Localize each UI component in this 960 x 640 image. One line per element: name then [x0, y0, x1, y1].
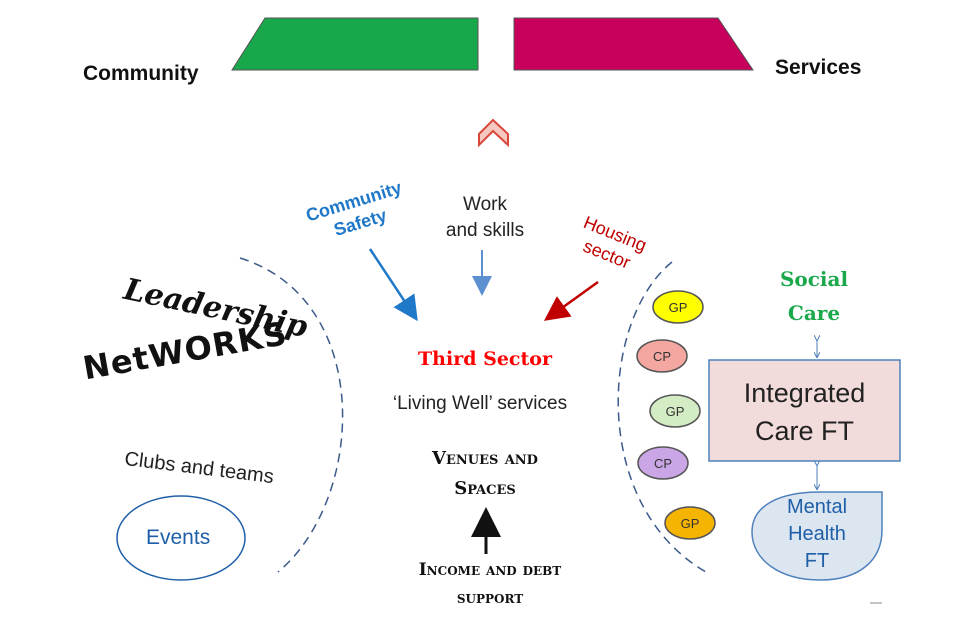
income-line2: support — [456, 588, 524, 608]
social-care-label: Social Care — [762, 262, 866, 330]
badge-5-label: GP — [681, 516, 700, 531]
chevron-up-icon — [478, 118, 509, 148]
right-dashed-curve — [617, 261, 707, 573]
badge-4-label: CP — [654, 456, 672, 471]
social-care-line1: Social — [779, 267, 849, 291]
work-skills-label: Work and skills — [430, 192, 540, 244]
integrated-care-line1: Integrated — [743, 378, 866, 408]
mental-health-line3: FT — [804, 550, 830, 572]
third-sector-label: Third Sector — [418, 348, 552, 370]
left-dashed-curve — [239, 257, 344, 573]
events-label: Events — [146, 526, 211, 549]
badge-4-ellipse — [637, 446, 689, 480]
venues-spaces-label: Venues and Spaces — [405, 444, 565, 504]
venues-line1: Venues and — [432, 448, 538, 469]
community-trapezoid — [231, 17, 479, 71]
mental-health-line2: Health — [788, 523, 846, 545]
community-safety-arrow — [368, 248, 418, 322]
integrated-care-box — [708, 359, 901, 462]
integrated-care-line2: Care FT — [754, 416, 854, 446]
services-trapezoid — [513, 17, 754, 71]
housing-arrow — [543, 280, 599, 321]
badge-1-ellipse — [652, 290, 704, 324]
community-label: Community — [83, 62, 199, 85]
work-skills-line1: Work — [463, 194, 507, 215]
venues-line2: Spaces — [454, 478, 516, 499]
work-skills-line2: and skills — [445, 220, 525, 241]
badge-1-label: GP — [669, 300, 688, 315]
living-well-label: ‘Living Well’ services — [392, 393, 568, 414]
badge-3-label: GP — [666, 404, 685, 419]
income-debt-label: Income and debt support — [385, 556, 595, 612]
badge-2-label: CP — [653, 349, 671, 364]
mental-health-line1: Mental — [786, 496, 848, 518]
mental-health-shape — [751, 491, 883, 581]
events-ellipse — [116, 495, 246, 581]
badge-2-ellipse — [636, 339, 688, 373]
income-line1: Income and debt — [418, 560, 562, 580]
social-care-line2: Care — [787, 301, 841, 325]
mental-health-label: Mental Health FT — [752, 494, 882, 575]
badge-group: GP CP GP CP GP — [636, 290, 716, 540]
badge-3-ellipse — [649, 394, 701, 428]
badge-5-ellipse — [664, 506, 716, 540]
services-label: Services — [775, 56, 862, 79]
integrated-care-label: Integrated Care FT — [709, 374, 900, 450]
